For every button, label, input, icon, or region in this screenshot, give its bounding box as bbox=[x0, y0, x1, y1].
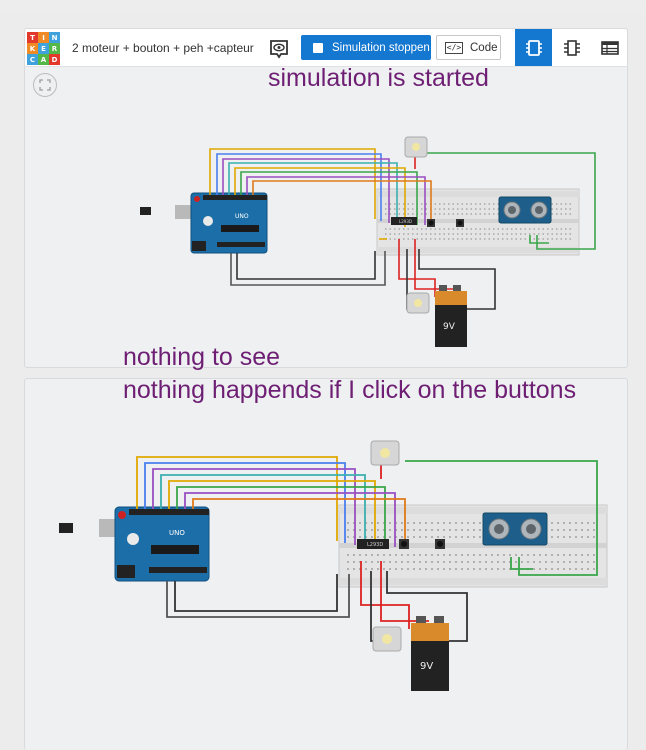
logo-letter: A bbox=[38, 54, 49, 65]
battery-label: 9V bbox=[420, 661, 433, 672]
arduino-label: UNO bbox=[235, 213, 249, 220]
logo-letter: K bbox=[27, 43, 38, 54]
circuit-canvas[interactable]: UNO L293D bbox=[25, 29, 628, 368]
motor-driver-ic[interactable]: L293D bbox=[357, 539, 389, 549]
push-button[interactable] bbox=[456, 219, 464, 227]
code-icon: </> bbox=[445, 41, 463, 54]
table-icon bbox=[600, 40, 619, 55]
schematic-view-tab[interactable] bbox=[515, 29, 552, 66]
tinkercad-editor-panel-idle: UNO L293D bbox=[24, 378, 628, 750]
component-list-tab[interactable] bbox=[553, 29, 590, 66]
annotation-nothing-happens: nothing happends if I click on the butto… bbox=[123, 376, 577, 404]
arduino-label: UNO bbox=[169, 529, 185, 537]
chip-icon bbox=[525, 39, 542, 56]
tinkercad-editor-panel-running: T I N K E R C A D 2 moteur + bouton + pe… bbox=[24, 28, 628, 368]
browser-top-strip bbox=[0, 0, 646, 14]
code-button[interactable]: </> Code bbox=[436, 35, 501, 60]
logo-letter: T bbox=[27, 32, 38, 43]
push-button[interactable] bbox=[427, 219, 435, 227]
logo-letter: E bbox=[38, 43, 49, 54]
logo-letter: R bbox=[49, 43, 60, 54]
breadboard[interactable] bbox=[338, 504, 608, 588]
ultrasonic-sensor[interactable] bbox=[482, 512, 548, 546]
annotation-simulation-started: simulation is started bbox=[268, 64, 489, 92]
stop-simulation-label: Simulation stoppen bbox=[332, 41, 430, 54]
arduino-uno[interactable]: UNO bbox=[140, 192, 268, 254]
dc-motor[interactable] bbox=[372, 626, 402, 652]
stop-simulation-button[interactable]: Simulation stoppen bbox=[301, 35, 431, 60]
component-icon bbox=[563, 39, 580, 56]
view-toggle-icon[interactable] bbox=[268, 38, 290, 60]
circuit-canvas[interactable]: UNO L293D bbox=[25, 379, 628, 750]
tinkercad-logo[interactable]: T I N K E R C A D bbox=[27, 32, 60, 65]
logo-letter: C bbox=[27, 54, 38, 65]
dc-motor[interactable] bbox=[406, 292, 430, 314]
motor-driver-ic[interactable]: L293D bbox=[391, 217, 417, 225]
svg-text:L293D: L293D bbox=[399, 219, 412, 224]
ultrasonic-sensor[interactable] bbox=[498, 196, 552, 224]
code-button-label: Code bbox=[470, 41, 498, 54]
dc-motor[interactable] bbox=[370, 440, 400, 466]
bom-list-tab[interactable] bbox=[591, 29, 627, 66]
battery-label: 9V bbox=[443, 322, 456, 332]
arduino-uno[interactable]: UNO bbox=[59, 506, 210, 582]
logo-letter: I bbox=[38, 32, 49, 43]
9v-battery[interactable]: 9V bbox=[435, 285, 467, 347]
fit-view-button[interactable] bbox=[33, 73, 57, 97]
push-button[interactable] bbox=[399, 539, 409, 549]
svg-text:L293D: L293D bbox=[367, 542, 383, 548]
annotation-nothing-to-see: nothing to see bbox=[123, 343, 281, 371]
project-title[interactable]: 2 moteur + bouton + peh +capteur bbox=[72, 41, 254, 55]
fit-view-icon bbox=[39, 79, 51, 91]
stop-icon bbox=[313, 42, 323, 53]
dc-motor[interactable] bbox=[404, 136, 428, 158]
logo-letter: D bbox=[49, 54, 60, 65]
9v-battery[interactable]: 9V bbox=[411, 616, 449, 691]
push-button[interactable] bbox=[435, 539, 445, 549]
editor-toolbar: T I N K E R C A D 2 moteur + bouton + pe… bbox=[25, 29, 627, 67]
logo-letter: N bbox=[49, 32, 60, 43]
